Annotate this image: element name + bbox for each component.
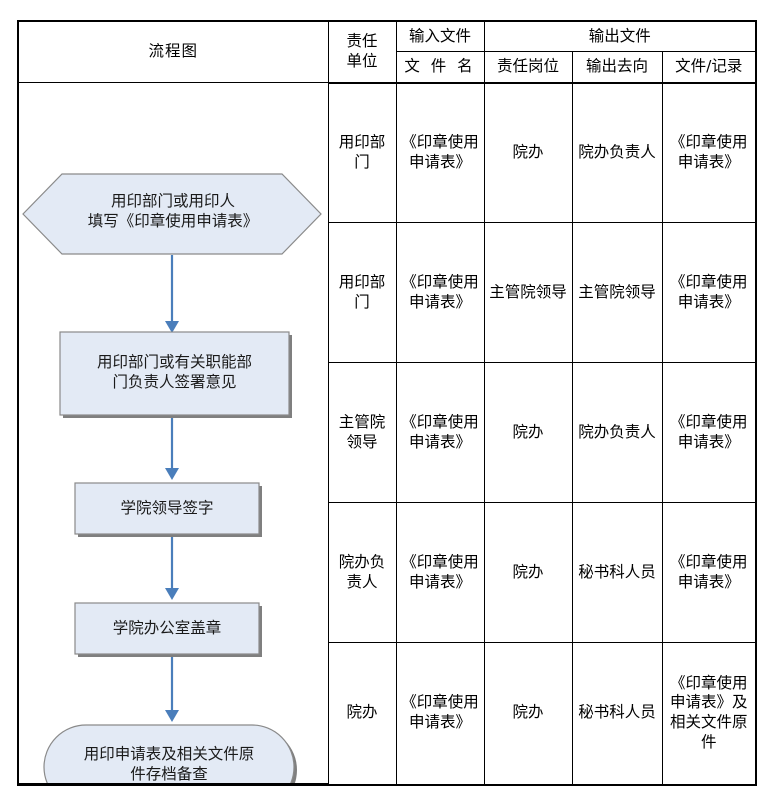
- cell-output-destination: 秘书科人员: [571, 502, 663, 643]
- cell-responsible-post: 院办: [483, 642, 573, 784]
- cell-output-destination: 秘书科人员: [571, 642, 663, 784]
- cell-text: 院办负责人: [338, 552, 386, 591]
- cell-file-record: 《印章使用申请表》: [661, 502, 756, 643]
- flowchart-title: 流程图: [19, 22, 329, 83]
- table-row: 院办负责人 《印章使用申请表》 院办 秘书科人员 《印章使用申请表》: [19, 502, 756, 643]
- cell-text: 《印章使用申请表》: [670, 272, 748, 311]
- cell-text: 院办: [512, 142, 544, 161]
- cell-text: 院办: [346, 703, 378, 722]
- cell-file-name: 《印章使用申请表》: [395, 362, 485, 503]
- arrow-2: [165, 416, 179, 480]
- node-4-rectangle[interactable]: [74, 602, 262, 657]
- cell-text: 秘书科人员: [578, 562, 656, 581]
- cell-file-record: 《印章使用申请表》及相关文件原件: [661, 642, 756, 784]
- node-1-hexagon[interactable]: [22, 173, 322, 255]
- cell-text: 《印章使用申请表》: [670, 132, 748, 171]
- cell-text: 《印章使用申请表》: [401, 552, 479, 591]
- process-table-sheet: 流程图 责任 单位 输入文件 输出文件 文 件 名 责任岗位 输出去向 文件/记…: [17, 20, 757, 786]
- cell-text: 《印章使用申请表》: [401, 272, 479, 311]
- cell-text: 用印部门: [338, 132, 386, 171]
- cell-text: 院办负责人: [578, 142, 656, 161]
- column-header-responsible-post: 责任岗位: [483, 51, 573, 84]
- cell-text: 主管院领导: [338, 412, 386, 451]
- cell-text: 主管院领导: [578, 282, 656, 301]
- cell-file-record: 《印章使用申请表》: [661, 362, 756, 503]
- column-header-output-destination: 输出去向: [571, 51, 663, 84]
- cell-file-record: 《印章使用申请表》: [661, 222, 756, 363]
- node-5-stadium[interactable]: [43, 724, 297, 783]
- cell-responsible-unit: 主管院领导: [328, 362, 397, 503]
- node-2-rectangle[interactable]: [59, 331, 292, 418]
- cell-responsible-unit: 院办负责人: [328, 502, 397, 643]
- cell-text: 《印章使用申请表》: [401, 693, 479, 732]
- cell-text: 《印章使用申请表》: [401, 412, 479, 451]
- responsible-unit-line-2: 单位: [346, 51, 378, 70]
- cell-file-name: 《印章使用申请表》: [395, 222, 485, 363]
- cell-text: 院办负责人: [578, 422, 656, 441]
- node-3-rectangle[interactable]: [74, 482, 262, 537]
- cell-text: 《印章使用申请表》: [401, 132, 479, 171]
- cell-text: 院办: [512, 703, 544, 722]
- table-row: 主管院领导 《印章使用申请表》 院办 院办负责人 《印章使用申请表》: [19, 362, 756, 503]
- table-header-row-1: 流程图 责任 单位 输入文件 输出文件: [19, 22, 756, 84]
- cell-output-destination: 院办负责人: [571, 362, 663, 503]
- flowchart-svg: [22, 173, 322, 783]
- column-header-output-file-group: 输出文件: [483, 22, 756, 53]
- cell-file-name: 《印章使用申请表》: [395, 642, 485, 784]
- cell-responsible-unit: 用印部门: [327, 82, 397, 223]
- arrow-1: [165, 255, 179, 333]
- cell-file-name: 《印章使用申请表》: [395, 82, 485, 223]
- arrow-4: [165, 655, 179, 722]
- cell-text: 《印章使用申请表》: [670, 412, 748, 451]
- cell-output-destination: 主管院领导: [571, 222, 663, 363]
- flowchart-canvas: 用印部门或用印人 填写《印章使用申请表》 用印部门或有关职能部 门负责人签署意见…: [19, 83, 328, 783]
- flowchart-cell: 用印部门或用印人 填写《印章使用申请表》 用印部门或有关职能部 门负责人签署意见…: [19, 82, 329, 784]
- cell-text: 院办: [512, 422, 544, 441]
- column-header-file-record: 文件/记录: [661, 51, 756, 84]
- column-header-file-name: 文 件 名: [396, 51, 485, 84]
- cell-responsible-post: 院办: [483, 502, 573, 643]
- responsible-unit-line-1: 责任: [346, 31, 378, 50]
- cell-file-record: 《印章使用申请表》: [661, 82, 756, 223]
- cell-file-name: 《印章使用申请表》: [395, 502, 485, 643]
- table-header-row-2: 文 件 名 责任岗位 输出去向 文件/记录: [19, 51, 756, 84]
- cell-responsible-unit: 用印部门: [328, 222, 397, 363]
- column-header-responsible-unit: 责任 单位: [327, 22, 397, 84]
- cell-responsible-unit: 院办: [328, 642, 397, 784]
- table-row: 用印部门 《印章使用申请表》 主管院领导 主管院领导 《印章使用申请表》: [19, 222, 756, 363]
- cell-responsible-post: 主管院领导: [483, 222, 573, 363]
- table-row: 院办 《印章使用申请表》 院办 秘书科人员 《印章使用申请表》及相关文件原件: [19, 642, 756, 784]
- column-header-input-file-group: 输入文件: [395, 22, 485, 53]
- cell-text: 用印部门: [338, 272, 386, 311]
- cell-responsible-post: 院办: [483, 82, 573, 223]
- cell-responsible-post: 院办: [483, 362, 573, 503]
- process-table: 流程图 责任 单位 输入文件 输出文件 文 件 名 责任岗位 输出去向 文件/记…: [19, 22, 756, 784]
- cell-text: 《印章使用申请表》: [670, 552, 748, 591]
- cell-text: 秘书科人员: [578, 703, 656, 722]
- table-row: 用印部门或用印人 填写《印章使用申请表》 用印部门或有关职能部 门负责人签署意见…: [19, 82, 756, 784]
- arrow-3: [165, 535, 179, 600]
- cell-text: 院办: [512, 562, 544, 581]
- cell-text: 主管院领导: [489, 282, 567, 301]
- cell-output-destination: 院办负责人: [571, 82, 663, 223]
- cell-text: 《印章使用申请表》及相关文件原件: [670, 673, 748, 752]
